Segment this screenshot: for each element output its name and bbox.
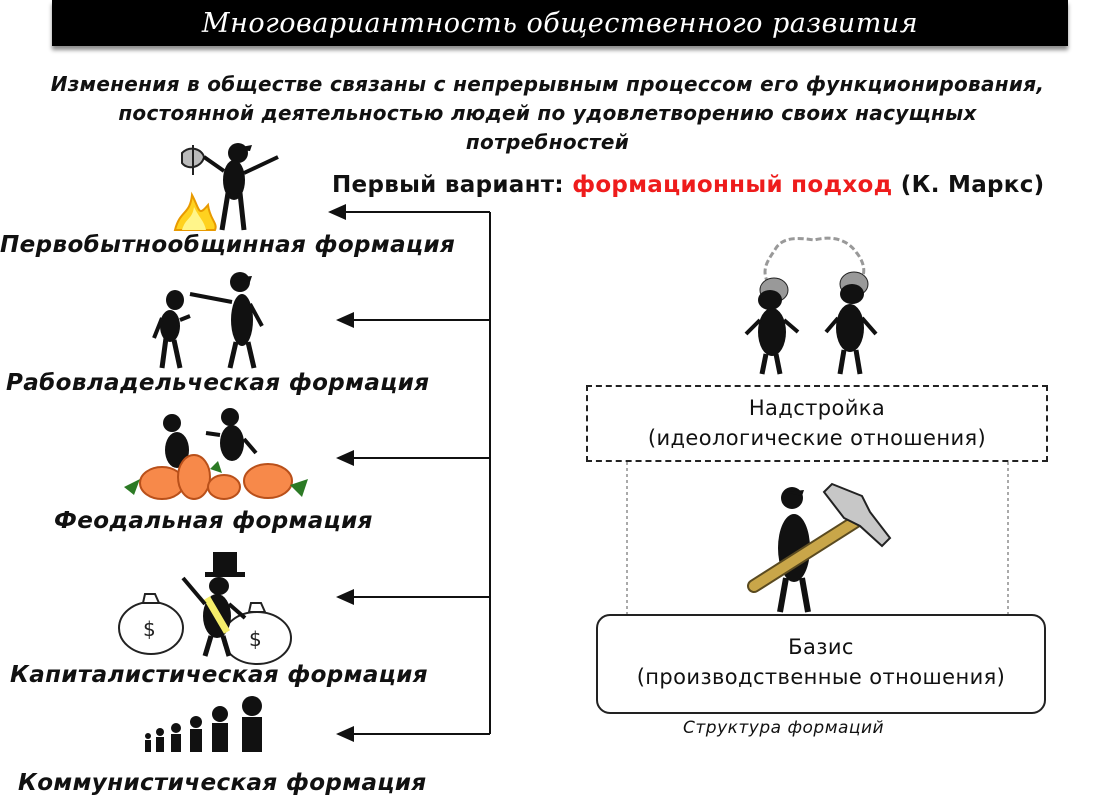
- formation-label-4: Капиталистическая формация: [10, 662, 428, 688]
- hammer-worker-icon: [747, 482, 892, 613]
- formation-label-2: Рабовладельческая формация: [6, 370, 430, 396]
- intro-line-2: постоянной деятельностью людей по удовле…: [118, 101, 977, 125]
- superstructure-box: Надстройка (идеологические отношения): [586, 385, 1048, 462]
- superstructure-subtitle: (идеологические отношения): [647, 426, 987, 450]
- intro-line-1: Изменения в обществе связаны с непрерывн…: [50, 72, 1045, 96]
- communist-people-icon: [145, 696, 262, 752]
- formation-label-1: Первобытнообщинная формация: [0, 232, 456, 258]
- slave-owner-icon: [152, 272, 264, 369]
- primitive-people-icon: [173, 143, 279, 231]
- structure-caption: Структура формаций: [683, 718, 885, 738]
- thinking-people-icon: [744, 236, 878, 375]
- title-bar: Многовариантность общественного развития: [52, 0, 1068, 46]
- basis-title: Базис: [788, 635, 854, 659]
- variant-highlight: формационный подход: [572, 172, 893, 198]
- formation-label-3: Феодальная формация: [54, 508, 373, 534]
- svg-text:$: $: [249, 627, 262, 651]
- intro-line-3: потребностей: [465, 130, 630, 154]
- superstructure-title: Надстройка: [748, 396, 886, 420]
- capitalist-money-icon: $ $: [118, 552, 292, 665]
- variant-suffix: (К. Маркс): [892, 172, 1045, 198]
- feudal-pumpkins-icon: [124, 408, 308, 500]
- intro-text: Изменения в обществе связаны с непрерывн…: [0, 70, 1095, 157]
- basis-subtitle: (производственные отношения): [636, 665, 1006, 689]
- page-title: Многовариантность общественного развития: [201, 7, 919, 39]
- basis-box: Базис (производственные отношения): [596, 614, 1046, 714]
- variant-heading: Первый вариант: формационный подход (К. …: [332, 172, 1044, 198]
- formation-label-5: Коммунистическая формация: [18, 770, 427, 796]
- svg-text:$: $: [143, 617, 156, 641]
- variant-prefix: Первый вариант:: [332, 172, 573, 198]
